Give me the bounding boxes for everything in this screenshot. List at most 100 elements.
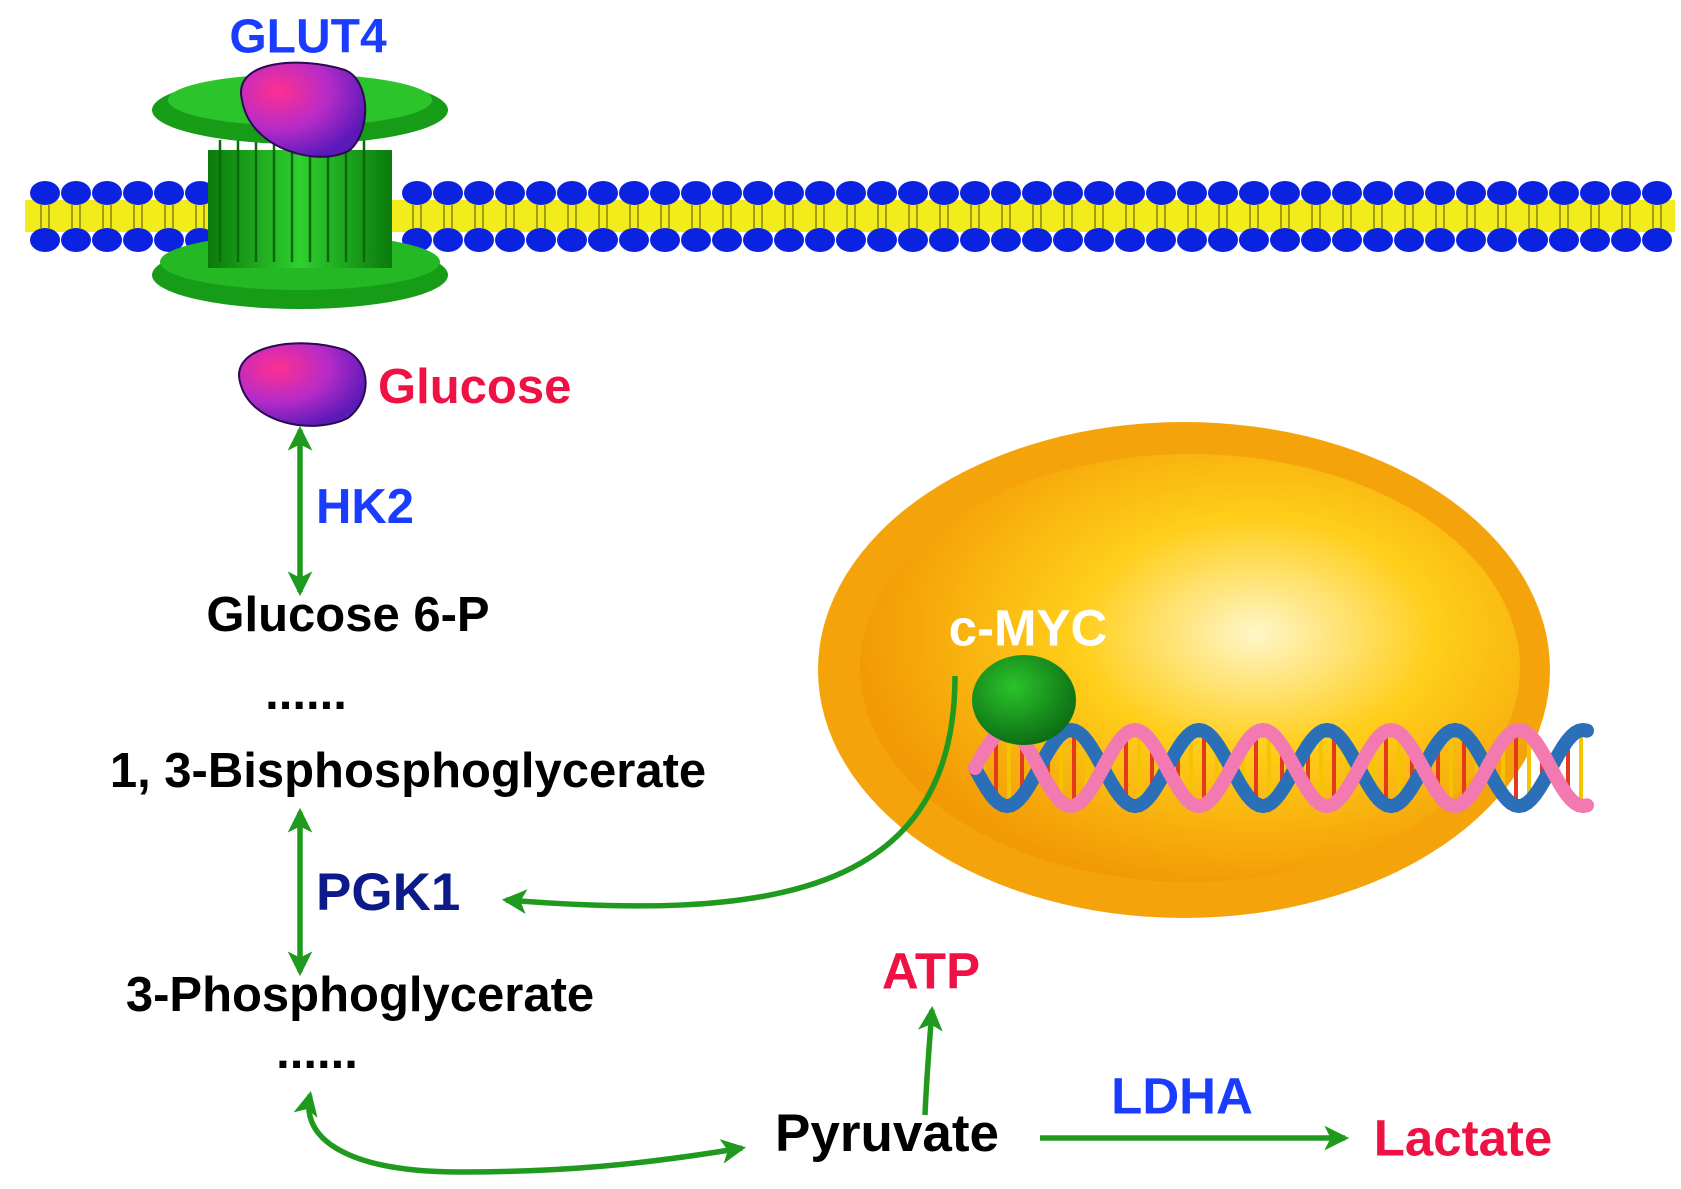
lipid-head-inner [61,228,91,252]
lipid-head-outer [774,181,804,205]
lipid-head-outer [433,181,463,205]
ellipsis-upper: ...... [265,666,347,720]
lipid-head-outer [681,181,711,205]
ldha-label: LDHA [1111,1067,1253,1124]
lipid-head-inner [681,228,711,252]
lipid-head-outer [464,181,494,205]
lipid-head-inner [774,228,804,252]
pathway-arrows [287,425,1350,1175]
atp-label: ATP [882,942,980,999]
lipid-head-outer [1053,181,1083,205]
lipid-head-outer [1425,181,1455,205]
lipid-head-outer [92,181,122,205]
lipid-head-inner [619,228,649,252]
c-myc-label: c-MYC [949,599,1108,656]
pgk1-label: PGK1 [316,863,460,922]
nucleus [818,422,1550,918]
bisphosphoglycerate-label: 1, 3-Bisphosphoglycerate [110,744,706,798]
lipid-head-outer [619,181,649,205]
glucose-6p-label: Glucose 6-P [206,588,489,642]
lipid-head-inner [836,228,866,252]
lipid-head-inner [898,228,928,252]
lipid-head-inner [557,228,587,252]
lipid-head-outer [1549,181,1579,205]
membrane-phospholipid-heads [30,181,1672,252]
lipid-head-outer [185,181,215,205]
lipid-head-outer [402,181,432,205]
lipid-head-inner [1549,228,1579,252]
lipid-head-inner [1456,228,1486,252]
lipid-head-outer [1177,181,1207,205]
glucose-label: Glucose [378,360,571,414]
lipid-head-inner [1084,228,1114,252]
lipid-head-outer [1580,181,1610,205]
lipid-head-inner [1580,228,1610,252]
lipid-head-outer [30,181,60,205]
channel-ribs [218,140,366,262]
lipid-head-outer [1394,181,1424,205]
lipid-head-outer [836,181,866,205]
lipid-head-inner [867,228,897,252]
lipid-head-inner [960,228,990,252]
hk2-label: HK2 [316,480,414,534]
glut4-bound-glucose-icon [240,61,367,158]
dna-strand-b [968,722,1594,814]
lipid-head-inner [650,228,680,252]
lipid-head-inner [1115,228,1145,252]
lipid-head-inner [1611,228,1641,252]
lactate-label: Lactate [1374,1109,1553,1166]
lipid-head-inner [1270,228,1300,252]
lipid-head-outer [1611,181,1641,205]
ellipsis-lower: ...... [276,1025,358,1079]
lipid-head-inner [588,228,618,252]
arrow-pyruvate-to-atp [918,1005,943,1116]
lipid-head-outer [1332,181,1362,205]
lipid-head-outer [929,181,959,205]
lipid-head-inner [1487,228,1517,252]
lipid-head-inner [1022,228,1052,252]
lipid-head-outer [898,181,928,205]
lipid-head-outer [1115,181,1145,205]
glut4-transporter [152,61,448,309]
lipid-head-outer [712,181,742,205]
lipid-head-inner [1394,228,1424,252]
lipid-head-inner [464,228,494,252]
lipid-head-inner [495,228,525,252]
lipid-head-inner [743,228,773,252]
lipid-head-outer [867,181,897,205]
lipid-head-inner [92,228,122,252]
lipid-head-inner [929,228,959,252]
lipid-head-inner [991,228,1021,252]
3-phosphoglycerate-label: 3-Phosphoglycerate [126,968,594,1022]
lipid-head-inner [1239,228,1269,252]
lipid-head-inner [1208,228,1238,252]
dna-helix-icon [968,722,1594,814]
lipid-head-inner [1053,228,1083,252]
lipid-head-outer [960,181,990,205]
lipid-head-inner [1177,228,1207,252]
lipid-head-outer [557,181,587,205]
lipid-head-outer [1022,181,1052,205]
lipid-head-inner [1363,228,1393,252]
lipid-head-inner [1301,228,1331,252]
lipid-head-outer [1518,181,1548,205]
lipid-head-outer [1146,181,1176,205]
lipid-head-inner [30,228,60,252]
cell-membrane [25,181,1675,252]
lipid-head-outer [1487,181,1517,205]
pyruvate-label: Pyruvate [775,1104,999,1163]
lipid-head-outer [991,181,1021,205]
lipid-head-outer [1363,181,1393,205]
lipid-head-inner [154,228,184,252]
c-myc-protein-icon [972,655,1076,745]
lipid-head-outer [743,181,773,205]
lipid-head-inner [805,228,835,252]
lipid-head-inner [123,228,153,252]
lipid-head-outer [805,181,835,205]
lipid-head-outer [588,181,618,205]
lipid-head-outer [1270,181,1300,205]
glut4-label: GLUT4 [229,11,387,64]
lipid-head-outer [1456,181,1486,205]
lipid-head-inner [1642,228,1672,252]
lipid-head-inner [1425,228,1455,252]
